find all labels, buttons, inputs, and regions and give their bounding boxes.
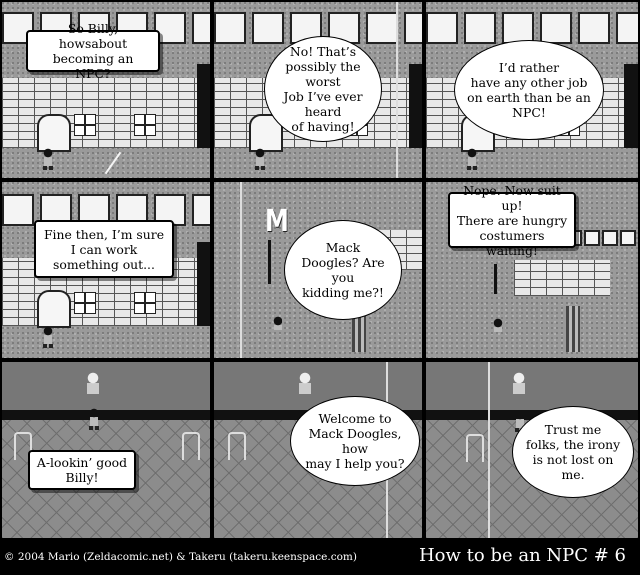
building-window [134,114,156,136]
building-door [37,290,71,328]
comic-panel-9: Trust me folks, the irony is not lost on… [426,362,638,538]
speech-bubble: Trust me folks, the irony is not lost on… [512,406,634,498]
comic-footer: © 2004 Mario (Zeldacomic.net) & Takeru (… [0,540,640,575]
building-window [74,292,96,314]
billy-character [86,408,102,430]
restaurant-chair [182,432,200,460]
rain-line [488,362,490,538]
billy-character [40,326,56,348]
speech-bubble: Welcome to Mack Doogles, how may I help … [290,396,420,486]
billy-character [270,316,282,330]
speech-bubble: Nope. Now suit up! There are hungry cost… [448,183,576,258]
sign-pole [268,240,271,284]
rain-line [396,2,398,178]
restaurant-chair [466,434,484,462]
npc-at-counter [510,372,528,394]
sign-pole [494,264,497,294]
restaurant-chair [228,432,246,460]
npc-at-counter [296,372,314,394]
rain-line [240,182,242,358]
npc-at-counter [84,372,102,394]
stone-path [566,306,580,352]
building-window [134,292,156,314]
restaurant-building [514,260,610,296]
billy-character [252,148,268,170]
building-shadow [197,242,210,326]
building-door [37,114,71,152]
speech-bubble: No! That’s possibly the worst Job I’ve e… [264,36,382,142]
building-shadow [197,64,210,148]
comic-panel-1: So Billy, howsabout becoming an NPC? [2,2,210,178]
comic-panel-2: No! That’s possibly the worst Job I’ve e… [214,2,422,178]
restaurant-chair [14,432,32,460]
building-shadow [624,64,638,148]
speech-bubble: So Billy, howsabout becoming an NPC? [26,21,160,81]
speech-bubble: A-lookin’ good Billy! [28,450,136,490]
comic-title: How to be an NPC # 6 [418,545,626,566]
brick-building [2,78,197,148]
building-shadow [409,64,422,148]
comic-panel-5: M Mack Doogles? Are you kidding me?! [214,182,422,358]
speech-bubble: Fine then, I’m sure I can work something… [34,220,174,278]
comic-panel-6: Nope. Now suit up! There are hungry cost… [426,182,638,358]
billy-character [464,148,480,170]
comic-panel-8: Welcome to Mack Doogles, how may I help … [214,362,422,538]
building-windows [214,12,422,44]
speech-bubble: I’d rather have any other job on earth t… [454,40,604,140]
copyright-credit: © 2004 Mario (Zeldacomic.net) & Takeru (… [4,551,357,563]
comic-panel-3: I’d rather have any other job on earth t… [426,2,638,178]
building-window [74,114,96,136]
billy-character [490,318,502,332]
billy-character [40,148,56,170]
comic-panel-4: Fine then, I’m sure I can work something… [2,182,210,358]
comic-panel-7: A-lookin’ good Billy! [2,362,210,538]
mack-doogles-arch: M [264,204,289,239]
speech-bubble: Mack Doogles? Are you kidding me?! [284,220,402,320]
building-windows [426,12,638,44]
crack-line [104,151,122,175]
